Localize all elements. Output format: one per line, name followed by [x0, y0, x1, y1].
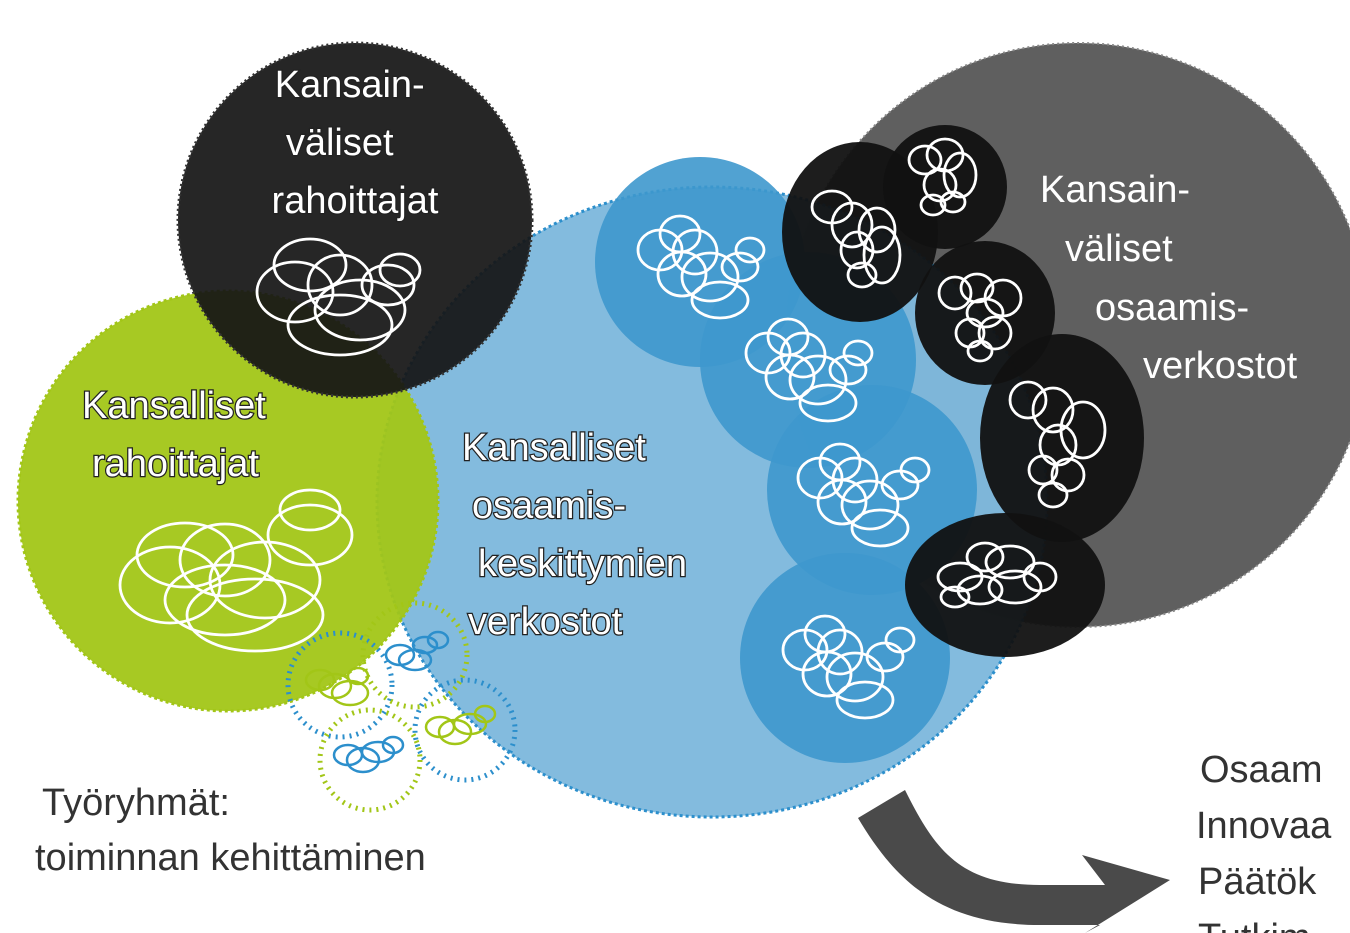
international-funders-label: Kansain- väliset rahoittajat	[272, 64, 439, 222]
wg-ring-2	[360, 600, 470, 710]
national-funders-circle	[16, 289, 440, 713]
wg-ring-1	[285, 630, 395, 740]
international-funders-circle	[176, 41, 534, 399]
labels: Kansain- väliset rahoittajat Kansalliset…	[35, 63, 1342, 933]
black-cluster-2	[883, 125, 1007, 249]
black-cluster-rings	[810, 137, 1107, 609]
wg-ring-4	[317, 707, 423, 813]
national-funders-rings	[118, 488, 354, 653]
national-funders-label: Kansalliset rahoittajat	[82, 385, 276, 485]
international-networks-label: Kansain- väliset osaamis- verkostot	[1040, 169, 1298, 387]
national-networks-label: Kansalliset osaamis- keskittymien verkos…	[462, 427, 698, 643]
wg-ring-3	[412, 677, 518, 783]
black-cluster-5	[905, 513, 1105, 657]
wg-cluster-1	[304, 666, 370, 707]
working-groups-label: Työryhmät: toiminnan kehittäminen	[35, 782, 426, 879]
blue-cluster-rings	[636, 214, 931, 720]
wg-cluster-3	[424, 704, 497, 746]
wg-cluster-2	[384, 630, 450, 672]
funders-rings	[255, 237, 422, 357]
wg-cluster-4	[332, 735, 405, 774]
outcomes-label: Osaam Innovaa Päätök Tutkim	[1196, 749, 1342, 933]
outcome-arrow	[858, 790, 1170, 933]
working-groups	[285, 600, 518, 813]
